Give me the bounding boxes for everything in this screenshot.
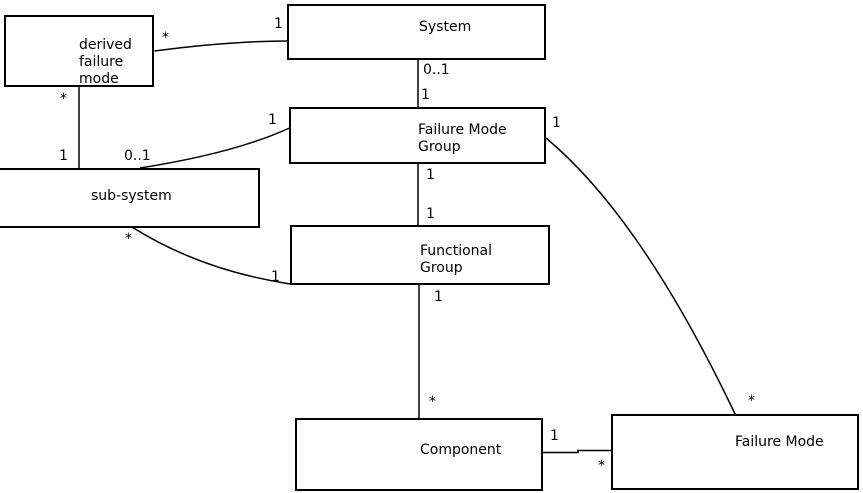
multiplicity-fmg-end-of-subsystem: 1 — [268, 112, 277, 128]
multiplicity-fg-end-of-component: 1 — [434, 289, 443, 305]
class-label-failure-mode-group: Failure Mode Group — [418, 122, 507, 155]
class-label-functional-group: Functional Group — [420, 243, 493, 276]
class-box-sub-system: sub-system — [0, 168, 260, 228]
class-label-sub-system: sub-system — [91, 188, 172, 204]
association-fmg-failure-mode — [545, 137, 737, 417]
multiplicity-fmg-end-of-failure-mode: 1 — [552, 115, 561, 131]
multiplicity-system-end-of-dfm: 1 — [274, 16, 283, 32]
multiplicity-fmg-end-of-fg: 1 — [426, 167, 435, 183]
association-subsystem-fmg — [139, 127, 290, 169]
class-box-failure-mode-group: Failure Mode Group — [289, 107, 546, 164]
multiplicity-fmg-end-of-system: 1 — [421, 87, 430, 103]
class-label-component: Component — [420, 442, 502, 458]
association-component-failure-mode — [543, 449, 611, 454]
multiplicity-fm-end-of-fmg: * — [748, 393, 755, 409]
multiplicity-subsystem-end-of-dfm: 1 — [59, 148, 68, 164]
class-label-failure-mode: Failure Mode — [735, 434, 824, 450]
multiplicity-dfm-end-of-system: * — [162, 30, 169, 46]
multiplicity-fg-end-of-subsystem: 1 — [271, 269, 280, 285]
multiplicity-subsystem-end-of-fg: * — [125, 231, 132, 247]
multiplicity-system-end-of-fmg: 0..1 — [423, 62, 450, 78]
class-box-system: System — [287, 4, 546, 60]
class-label-system: System — [419, 19, 472, 35]
class-box-component: Component — [295, 418, 543, 491]
class-box-functional-group: Functional Group — [290, 225, 550, 285]
multiplicity-fm-end-of-component: * — [598, 458, 605, 474]
multiplicity-component-end-of-fm: 1 — [550, 428, 559, 444]
multiplicity-fg-end-of-fmg: 1 — [426, 206, 435, 222]
multiplicity-subsystem-end-of-fmg: 0..1 — [124, 148, 151, 164]
class-label-derived-failure-mode: derived failure mode — [79, 37, 132, 87]
class-box-derived-failure-mode: derived failure mode — [4, 15, 154, 87]
multiplicity-component-end-of-fg: * — [429, 394, 436, 410]
class-box-failure-mode: Failure Mode — [611, 414, 859, 490]
association-dfm-system — [154, 40, 288, 52]
multiplicity-dfm-end-of-subsystem: * — [60, 91, 67, 107]
association-subsystem-fg — [131, 226, 291, 285]
